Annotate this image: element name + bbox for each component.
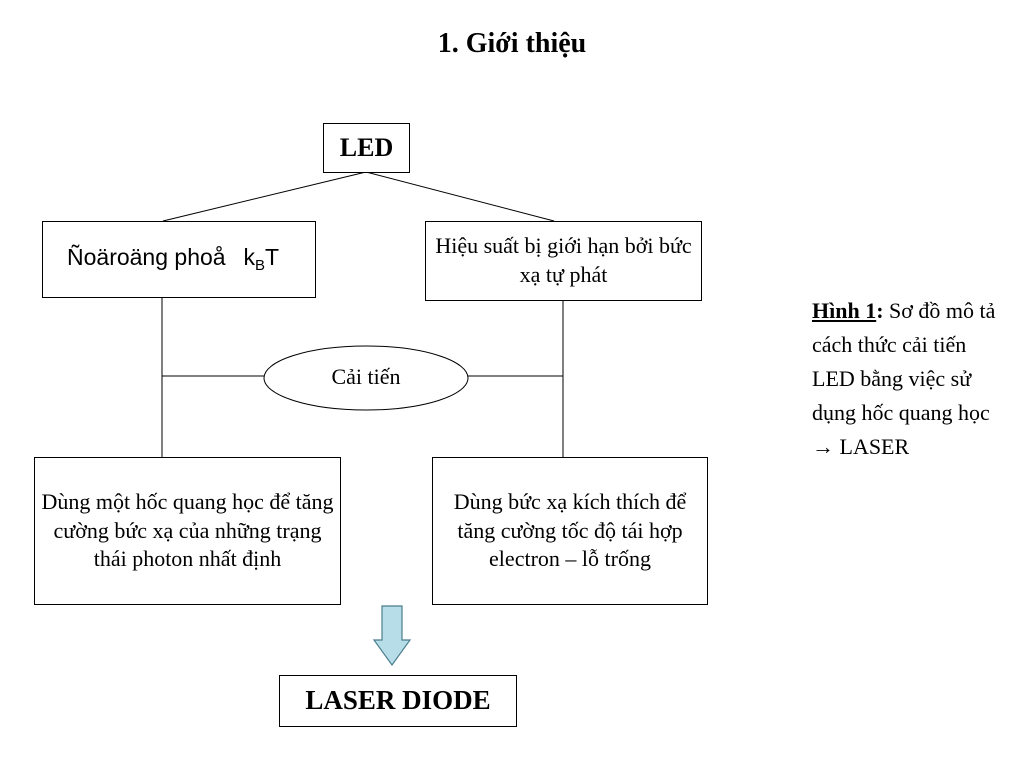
spectral-width-prefix: Ñoäroäng phoå k [67,244,255,271]
led-box: LED [323,123,410,173]
laser-diode-box: LASER DIODE [279,675,517,727]
caption-label: Hình 1: [812,298,884,323]
spectral-width-subscript: B [254,257,265,275]
caption-label-text: Hình 1 [812,298,877,323]
optical-cavity-label: Dùng một hốc quang học để tăng cường bức… [41,489,334,572]
spectral-width-box: Ñoäroäng phoå kBT [42,221,316,298]
optical-cavity-box: Dùng một hốc quang học để tăng cường bức… [34,457,341,605]
connector-led-left [162,171,367,222]
laser-diode-label: LASER DIODE [305,685,491,716]
down-arrow-icon [372,605,412,667]
efficiency-limit-label: Hiệu suất bị giới hạn bởi bức xạ tự phát [435,233,692,287]
connector-led-right [365,171,555,222]
caption-colon: : [876,298,884,323]
stimulated-emission-label: Dùng bức xạ kích thích để tăng cường tốc… [453,489,687,572]
spectral-width-suffix: T [264,244,280,271]
improve-label: Cải tiến [331,364,401,389]
caption-text: Sơ đồ mô tả cách thức cải tiến LED bằng … [812,298,996,460]
efficiency-limit-box: Hiệu suất bị giới hạn bởi bức xạ tự phát [425,221,702,301]
page-title: 1. Giới thiệu [437,28,587,59]
spectral-width-label: Ñoäroäng phoå kBT [67,243,279,276]
improve-ellipse [263,345,469,411]
stimulated-emission-box: Dùng bức xạ kích thích để tăng cường tốc… [432,457,708,605]
figure-caption: Hình 1: Sơ đồ mô tả cách thức cải tiến L… [812,294,1012,464]
led-label: LED [339,133,394,163]
